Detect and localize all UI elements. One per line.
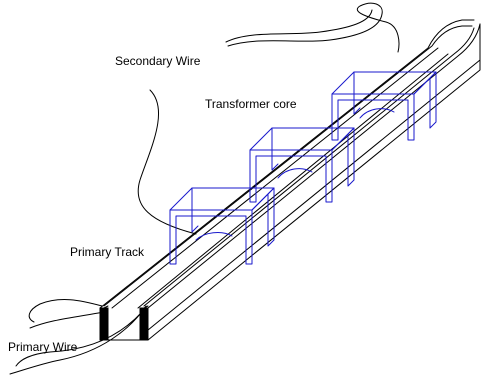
primary-wire-2: [29, 311, 105, 329]
primary-wire-3: [9, 305, 147, 375]
core-1: [169, 187, 275, 265]
track-end-right-face: [139, 307, 149, 341]
label-secondary-wire: Secondary Wire: [115, 54, 201, 68]
core-1-side: [251, 187, 275, 247]
track-top-left-edge: [99, 19, 475, 309]
secondary-wire-left: [137, 89, 197, 235]
core-2: [249, 127, 355, 203]
transformer-cores: [169, 71, 437, 265]
core-2-front: [249, 149, 333, 203]
core-2-wrap: [277, 168, 313, 179]
core-1-back: [191, 187, 199, 233]
track-top-right-edge: [147, 23, 481, 309]
core-3: [331, 71, 437, 141]
primary-wire-4: [15, 311, 143, 367]
label-primary-wire: Primary Wire: [8, 340, 78, 354]
primary-wire-1: [28, 299, 103, 323]
secondary-wire-top-loop: [225, 9, 373, 43]
track-flange: [147, 59, 481, 331]
primary-track: [99, 19, 481, 341]
core-1-front: [169, 209, 253, 265]
core-3-back: [353, 71, 361, 115]
core-3-wrap: [359, 108, 395, 119]
core-3-front: [331, 93, 415, 141]
label-primary-track: Primary Track: [70, 245, 145, 259]
secondary-wire-top: [227, 2, 400, 53]
track-lower-face: [147, 23, 481, 341]
track-rail-4: [137, 53, 449, 309]
track-rail-1: [103, 25, 473, 307]
track-rail-3: [111, 47, 439, 309]
primary-wire: [9, 299, 147, 375]
secondary-wire: [137, 2, 400, 235]
core-2-side: [331, 127, 355, 187]
core-3-side: [413, 71, 437, 129]
core-2-back: [271, 127, 279, 171]
label-transformer-core: Transformer core: [205, 97, 297, 111]
core-1-wrap: [195, 232, 233, 241]
track-rail-2: [143, 27, 475, 307]
